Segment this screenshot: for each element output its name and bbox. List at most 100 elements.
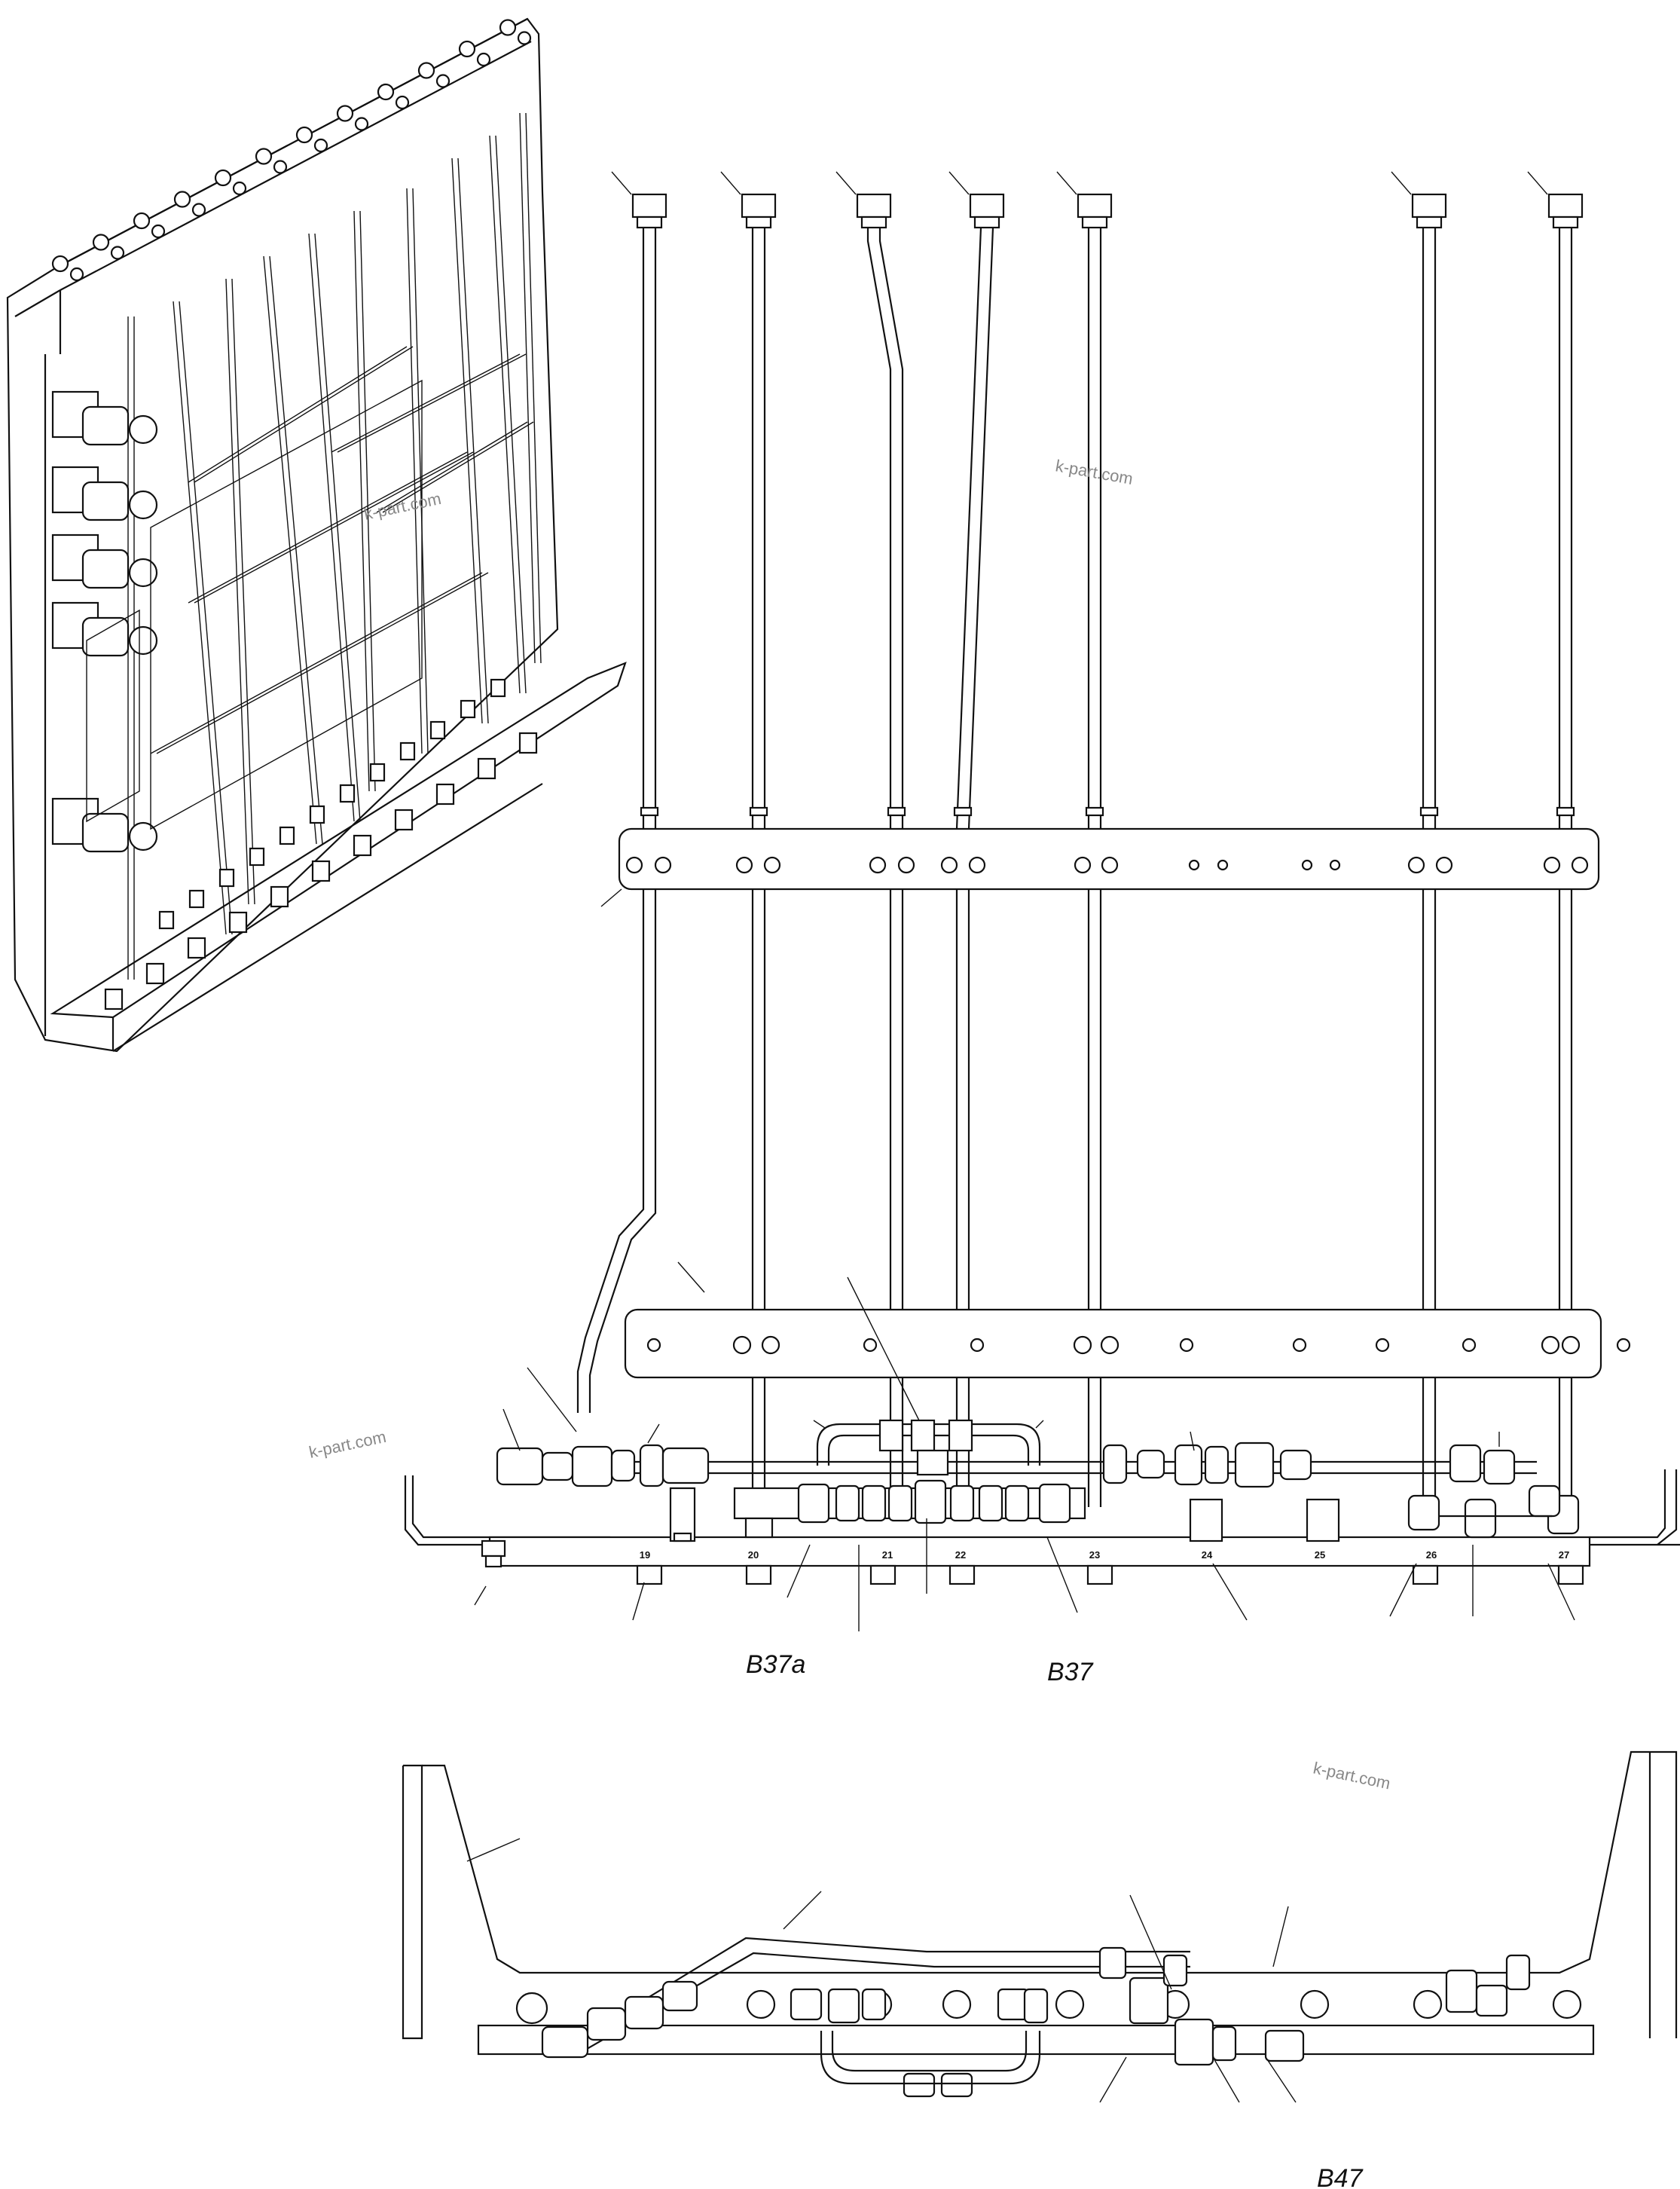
fitting xyxy=(861,1484,887,1522)
plate-hole xyxy=(1435,856,1453,874)
iso-hole xyxy=(273,160,288,174)
leader-line xyxy=(677,1261,705,1293)
iso-fitting xyxy=(369,763,386,782)
iso-hole xyxy=(417,62,435,79)
b47-fitting xyxy=(1211,2025,1237,2062)
pipe-nut xyxy=(856,193,892,219)
iso-tube xyxy=(337,353,527,453)
iso-fitting xyxy=(187,937,206,959)
leader-line xyxy=(1035,1420,1044,1429)
iso-tube xyxy=(194,451,474,604)
pipe-nut-collar xyxy=(636,216,663,229)
plate-hole xyxy=(863,1338,878,1353)
iso-valve xyxy=(81,549,130,589)
iso-hole xyxy=(133,212,151,230)
fitting xyxy=(496,1447,544,1486)
iso-tube xyxy=(231,278,255,905)
iso-tube xyxy=(353,210,370,792)
iso-hole xyxy=(517,31,532,45)
watermark: k-part.com xyxy=(307,1427,388,1462)
fitting xyxy=(1449,1444,1482,1483)
iso-valve xyxy=(81,616,130,657)
b47-fitting xyxy=(1174,2018,1214,2066)
leader-line xyxy=(474,1585,487,1606)
iso-tube xyxy=(188,346,408,483)
leader-line xyxy=(1547,1563,1575,1621)
leader-line xyxy=(783,1891,822,1930)
plate-hole xyxy=(1407,856,1425,874)
port-number: 21 xyxy=(882,1549,893,1561)
fitting xyxy=(1407,1494,1440,1531)
leader-line xyxy=(1129,1894,1172,1990)
plate-hole-small xyxy=(1217,859,1229,871)
iso-hole xyxy=(395,95,410,110)
fitting xyxy=(1189,1498,1223,1542)
port-number: 24 xyxy=(1202,1549,1213,1561)
fitting xyxy=(1306,1498,1340,1542)
iso-tube xyxy=(188,451,468,604)
leader-line xyxy=(835,171,857,195)
iso-fitting xyxy=(104,988,124,1010)
b47-fitting xyxy=(903,2072,936,2098)
bolt-head xyxy=(745,1564,772,1585)
port-number: 19 xyxy=(640,1549,650,1561)
plate-hole xyxy=(1073,1335,1092,1355)
iso-hole xyxy=(255,148,273,165)
iso-fitting xyxy=(490,678,506,698)
iso-hole xyxy=(377,83,395,101)
iso-hole xyxy=(151,224,166,239)
fitting xyxy=(639,1444,664,1487)
b47-fitting xyxy=(1475,1984,1508,2017)
b47-fitting xyxy=(1505,1954,1531,1991)
iso-fitting xyxy=(188,889,205,909)
tee-fitting xyxy=(948,1419,973,1452)
pipe-nut-collar xyxy=(973,216,1000,229)
pipe-nut xyxy=(741,193,777,219)
bolt-head xyxy=(484,1555,502,1568)
iso-tube xyxy=(269,255,323,845)
pipe-nut-collar xyxy=(1416,216,1443,229)
iso-fitting xyxy=(145,962,165,985)
iso-fitting xyxy=(279,826,295,845)
iso-tube xyxy=(225,278,249,905)
plate-hole xyxy=(940,856,958,874)
plate-hole xyxy=(897,856,915,874)
iso-hole xyxy=(214,169,232,187)
bolt-head xyxy=(1557,1564,1584,1585)
b47-port xyxy=(1300,1989,1330,2019)
iso-valve-cap xyxy=(128,490,158,520)
pipe xyxy=(955,227,982,830)
leader-line xyxy=(1265,2056,1297,2103)
iso-tube xyxy=(525,112,542,664)
iso-fitting xyxy=(399,741,416,761)
watermark: k-part.com xyxy=(1312,1758,1392,1793)
b47-view xyxy=(402,1750,1678,2103)
iso-hole xyxy=(336,105,354,122)
port-number: 20 xyxy=(748,1549,759,1561)
iso-hole xyxy=(458,40,476,58)
fitting xyxy=(1483,1449,1516,1485)
plate-hole xyxy=(970,1338,985,1353)
plate-hole xyxy=(1292,1338,1307,1353)
plate-hole xyxy=(1100,1335,1119,1355)
leader-line xyxy=(1272,1906,1289,1967)
iso-tube xyxy=(406,188,423,754)
iso-hole xyxy=(435,74,451,88)
iso-fitting xyxy=(309,805,325,824)
fitting xyxy=(1234,1441,1275,1488)
tee-fitting xyxy=(878,1419,904,1452)
iso-hole xyxy=(173,191,191,208)
plate-hole xyxy=(1375,1338,1390,1353)
iso-hole xyxy=(92,234,110,251)
plate-hole-small xyxy=(1301,859,1313,871)
iso-tube xyxy=(331,353,521,453)
iso-tube xyxy=(519,112,536,664)
leader-line xyxy=(1391,171,1412,195)
iso-tube xyxy=(314,233,361,822)
pipe xyxy=(967,227,994,830)
pipe xyxy=(878,228,904,829)
leader-line xyxy=(527,1367,577,1432)
bolt-head xyxy=(1412,1564,1439,1585)
iso-fitting xyxy=(477,757,496,780)
b47-fitting xyxy=(1023,1988,1049,2024)
